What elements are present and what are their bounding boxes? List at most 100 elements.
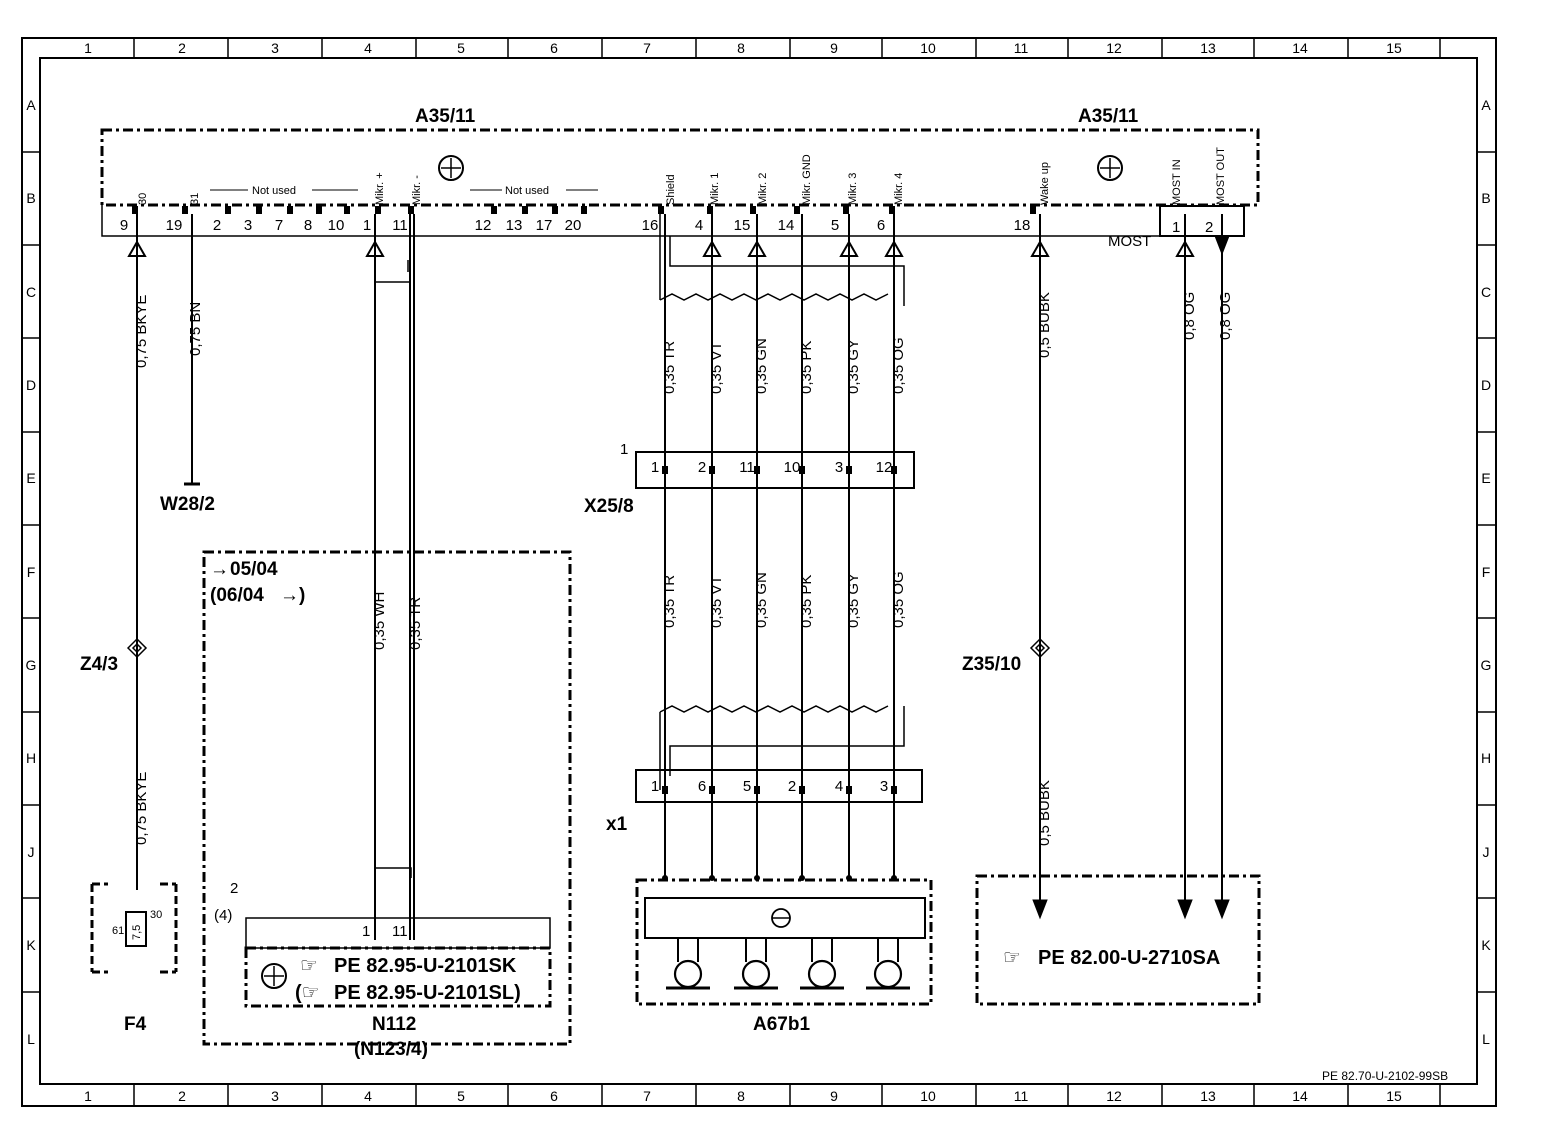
microphone-capsule: [873, 959, 903, 989]
arrow-icon: [365, 239, 385, 257]
pin-label-mikr2: Mikr. 2: [757, 173, 769, 205]
column-label: 2: [178, 40, 186, 56]
pin-number: 14: [778, 217, 795, 234]
row-label: A: [26, 97, 36, 113]
mic-stem: [877, 938, 899, 962]
n112-pin-11: 11: [392, 923, 408, 940]
column-label: 11: [1014, 40, 1029, 56]
a35-label-left: A35/11: [415, 106, 476, 127]
wire-label: 0,75 BN: [187, 302, 204, 356]
f4-pin-61: 61: [112, 925, 124, 937]
date-from-label: 05/04: [230, 559, 278, 580]
most-ref: PE 82.00-U-2710SA: [1038, 947, 1220, 969]
column-label: 7: [643, 40, 651, 56]
pin-terminal: [846, 466, 852, 474]
x1-pin-number: 3: [880, 778, 888, 795]
twist: [374, 260, 411, 283]
pin-label-wakeup: Wake up: [1039, 162, 1051, 205]
row-label: G: [26, 657, 37, 673]
arrow-icon: [839, 239, 859, 257]
pin-number: 6: [877, 217, 885, 234]
most-pin-2: 2: [1205, 219, 1213, 236]
f4-pin-30: 30: [150, 909, 162, 921]
microphone-capsule: [741, 959, 771, 989]
pin-label-most-in: MOST IN: [1171, 159, 1183, 205]
arrow-icon: [1030, 239, 1050, 257]
wire-label: 0,35 PK: [798, 575, 815, 628]
pin-terminal: [344, 206, 350, 214]
svg-text:(☞: (☞: [295, 982, 320, 1004]
row-label: L: [27, 1031, 35, 1047]
row-label: K: [26, 937, 36, 953]
row-label: D: [1481, 377, 1491, 393]
x1-pin-number: 6: [698, 778, 706, 795]
wire-label: 0,35 PK: [798, 341, 815, 394]
z35-label: Z35/10: [962, 654, 1021, 675]
column-label: 3: [271, 1088, 279, 1104]
pin-terminal: [799, 786, 805, 794]
wire-label: 0,35 OG: [890, 337, 907, 394]
column-label: 9: [830, 40, 838, 56]
pin-terminal: [750, 206, 756, 214]
column-label: 10: [920, 40, 936, 56]
hand-icon-1: ☞: [300, 955, 318, 977]
wire-label: 0,8 OG: [1181, 292, 1198, 340]
microphone-icon: [771, 908, 791, 928]
arrow-icon: [884, 239, 904, 257]
wire-label: 0,35 OG: [890, 571, 907, 628]
column-label: 15: [1386, 1088, 1402, 1104]
row-label: E: [26, 470, 35, 486]
wire-label: 0,35 TR: [661, 341, 678, 394]
row-label: K: [1481, 937, 1491, 953]
arrow-icon: [1214, 235, 1230, 256]
row-label: D: [26, 377, 36, 393]
wire-label: 0,35 TR: [407, 597, 424, 650]
row-label: C: [26, 284, 36, 300]
column-label: 6: [550, 40, 558, 56]
w28-label: W28/2: [160, 494, 215, 515]
pin-terminal: [891, 466, 897, 474]
pin-terminal: [891, 786, 897, 794]
column-label: 2: [178, 1088, 186, 1104]
pin-terminal: [287, 206, 293, 214]
column-label: 6: [550, 1088, 558, 1104]
pin-label-30: 30: [137, 193, 149, 205]
svg-text:→: →: [210, 559, 229, 580]
x25-number: 1: [620, 441, 628, 458]
pin-label-most-out: MOST OUT: [1215, 147, 1227, 205]
pin-label-mikr1: Mikr. 1: [709, 173, 721, 205]
row-label: F: [27, 564, 36, 580]
column-label: 1: [84, 40, 92, 56]
column-label: 14: [1292, 40, 1308, 56]
pin-number: 9: [120, 217, 128, 234]
pin-label-mikr-minus: Mikr. -: [411, 175, 423, 205]
pin-terminal: [316, 206, 322, 214]
column-label: 8: [737, 1088, 745, 1104]
row-label: B: [26, 190, 35, 206]
column-label: 15: [1386, 40, 1402, 56]
pin-number: 12: [475, 217, 492, 234]
row-label: B: [1481, 190, 1490, 206]
pin-number: 16: [642, 217, 659, 234]
n112-ref-b: PE 82.95-U-2101SL): [334, 982, 521, 1004]
splice-icon: [126, 637, 148, 659]
pin-terminal: [491, 206, 497, 214]
wire-label: 0,75 BKYE: [133, 295, 150, 368]
pin-terminal: [552, 206, 558, 214]
pin-terminal: [225, 206, 231, 214]
wire-label: 0,35 VT: [708, 341, 725, 394]
row-label: J: [28, 844, 35, 860]
arrow-icon: [127, 239, 147, 257]
pin-number: 5: [831, 217, 839, 234]
pin-terminal: [799, 466, 805, 474]
row-label: L: [1482, 1031, 1490, 1047]
mic-stem: [811, 938, 833, 962]
pin-terminal: [754, 466, 760, 474]
most-reference-box: ☞ PE 82.00-U-2710SA: [975, 874, 1261, 1006]
pin-number: 13: [506, 217, 523, 234]
pin-number: 15: [734, 217, 751, 234]
